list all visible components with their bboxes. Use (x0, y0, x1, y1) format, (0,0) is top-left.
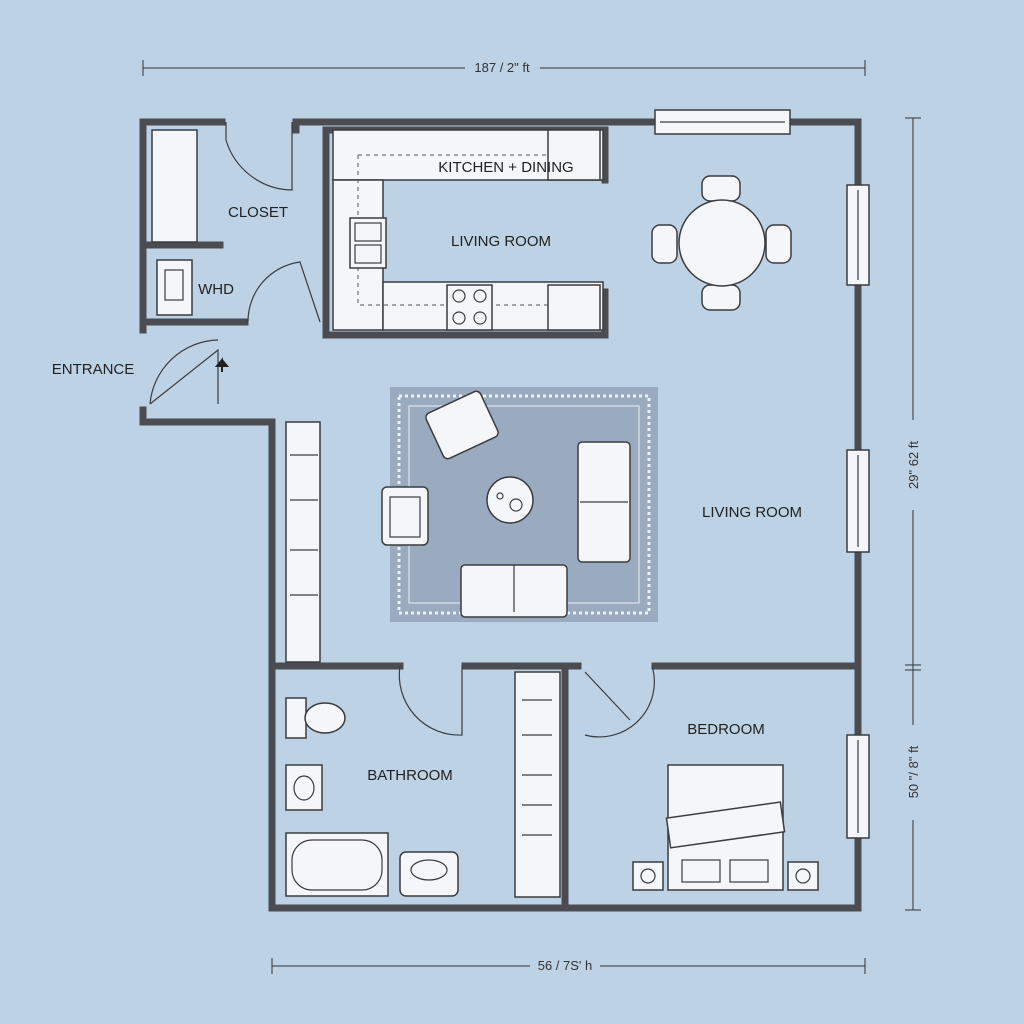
walls (139, 118, 862, 912)
dimension-right: 29" 62 ft 50 "/ 8" ft (905, 117, 921, 911)
room-label-living-room: LIVING ROOM (702, 504, 802, 521)
room-label-bathroom: BATHROOM (367, 767, 453, 784)
shelving (285, 421, 321, 663)
dimension-bottom: 56 / 7S' h (271, 958, 866, 974)
room-label-closet: CLOSET (228, 204, 288, 221)
room-label-bedroom: BEDROOM (687, 721, 765, 738)
sink-icon (349, 217, 387, 269)
bedroom-furniture (632, 764, 819, 891)
room-label-kitchen-dining: KITCHEN + DINING (438, 159, 573, 176)
dining-table (651, 175, 792, 311)
windows (654, 109, 870, 839)
dimension-bottom-label: 56 / 7S' h (538, 958, 593, 973)
doors (149, 122, 655, 738)
bathroom-fixtures (285, 697, 459, 897)
room-label-entrance: ENTRANCE (52, 361, 135, 378)
closet-furniture (151, 129, 198, 316)
dimension-right-lower-label: 50 "/ 8" ft (906, 745, 921, 798)
stove-icon (446, 284, 493, 331)
wardrobe (514, 671, 561, 898)
room-label-living-room-upper: LIVING ROOM (451, 233, 551, 250)
dimension-top-label: 187 / 2" ft (474, 60, 530, 75)
dimension-right-upper-label: 29" 62 ft (906, 441, 921, 489)
living-furniture (381, 390, 631, 618)
kitchen-counters (332, 129, 604, 331)
entrance-arrow-icon (214, 357, 230, 372)
room-label-whd: WHD (198, 281, 234, 298)
dimension-top: 187 / 2" ft (142, 60, 866, 76)
